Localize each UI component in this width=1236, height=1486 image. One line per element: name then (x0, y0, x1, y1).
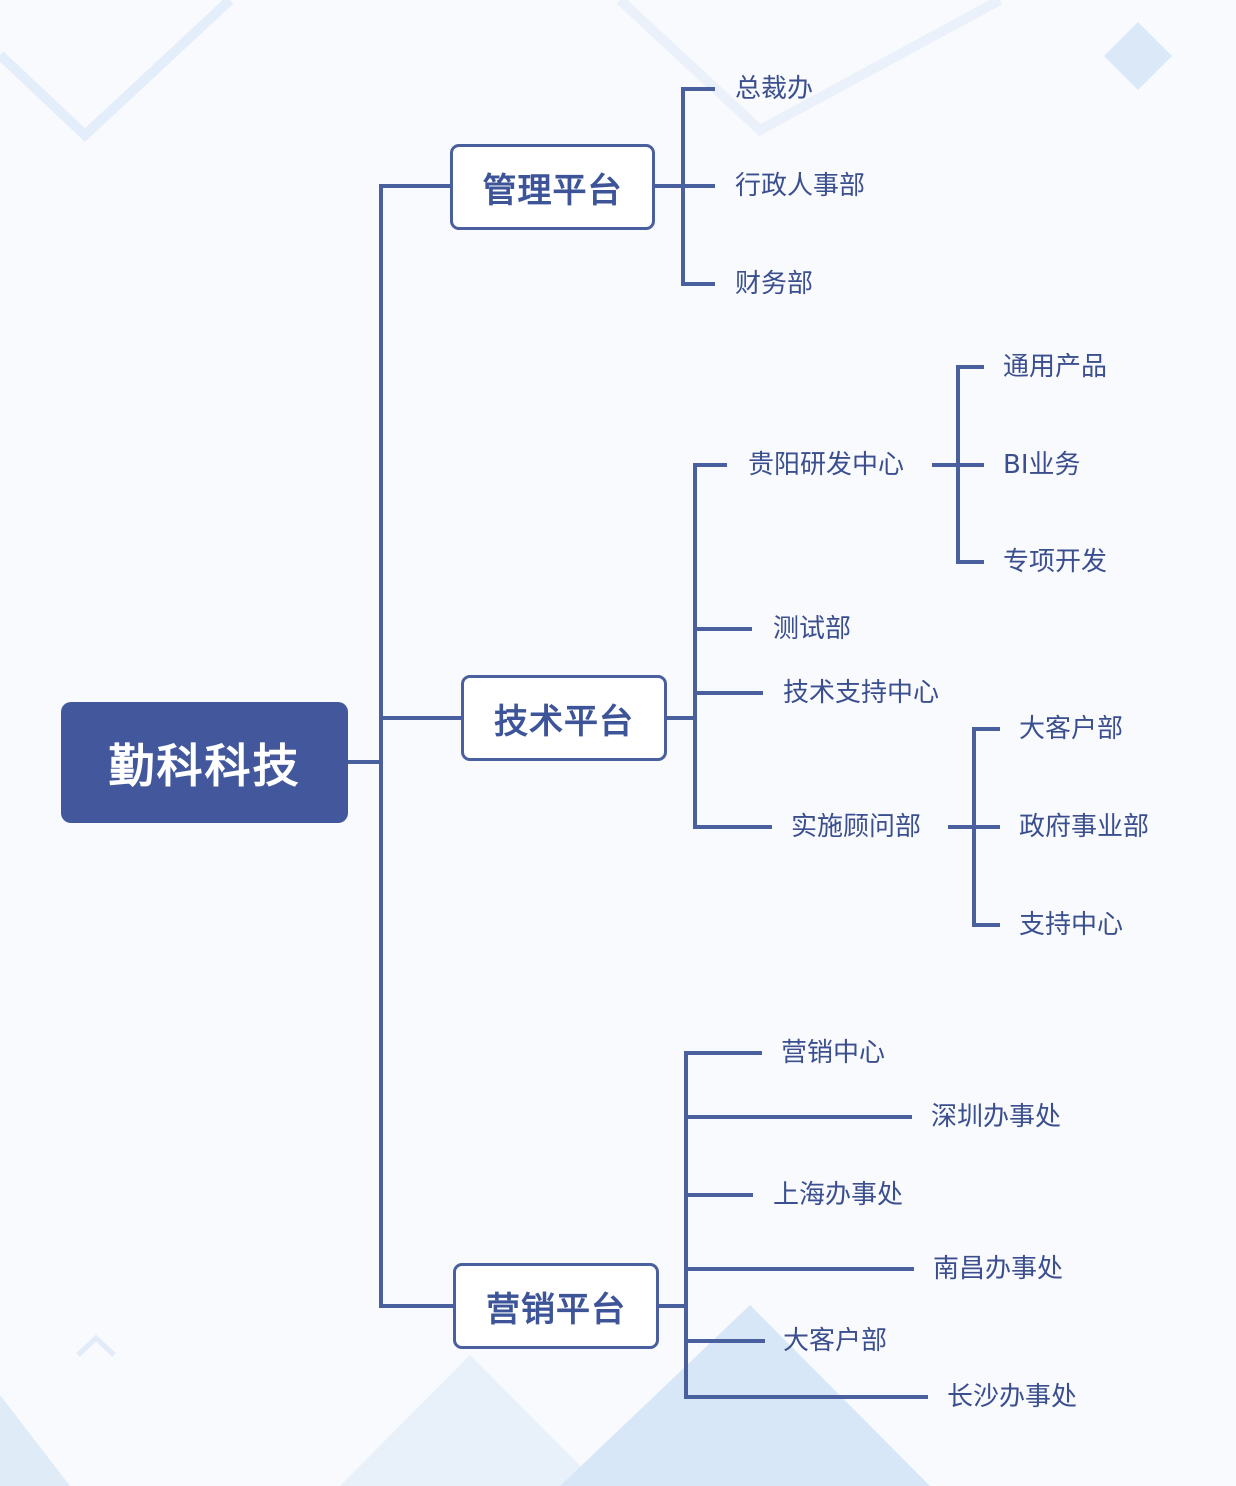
leaf-changsha-office: 长沙办事处 (947, 1382, 1078, 1412)
leaf-bi-business: BI业务 (1003, 450, 1081, 480)
leaf-government: 政府事业部 (1019, 812, 1150, 842)
leaf-admin-hr: 行政人事部 (735, 171, 866, 201)
leaf-tech-support-center: 技术支持中心 (783, 678, 940, 708)
root-node: 勤科科技 (61, 702, 348, 823)
marketing-platform-node: 营销平台 (453, 1263, 659, 1349)
leaf-president-office: 总裁办 (735, 74, 814, 104)
leaf-shenzhen-office: 深圳办事处 (931, 1102, 1062, 1132)
leaf-shanghai-office: 上海办事处 (773, 1180, 904, 1210)
leaf-marketing-center: 营销中心 (781, 1038, 886, 1068)
technology-platform-node: 技术平台 (461, 675, 667, 761)
connector-mkt-bracket (684, 1051, 928, 1399)
connector-tech-bracket (693, 463, 772, 829)
node-consulting: 实施顾问部 (791, 812, 922, 842)
leaf-finance: 财务部 (735, 269, 814, 299)
leaf-key-accounts: 大客户部 (1019, 714, 1124, 744)
management-platform-node: 管理平台 (450, 144, 655, 230)
node-guiyang-rd-center: 贵阳研发中心 (748, 450, 905, 480)
leaf-testing: 测试部 (773, 614, 852, 644)
leaf-special-dev: 专项开发 (1003, 547, 1108, 577)
leaf-nanchang-office: 南昌办事处 (933, 1254, 1064, 1284)
leaf-general-products: 通用产品 (1003, 352, 1108, 382)
leaf-mkt-key-accounts: 大客户部 (783, 1326, 888, 1356)
leaf-support-center: 支持中心 (1019, 910, 1124, 940)
connector-root-trunk (379, 184, 454, 1308)
